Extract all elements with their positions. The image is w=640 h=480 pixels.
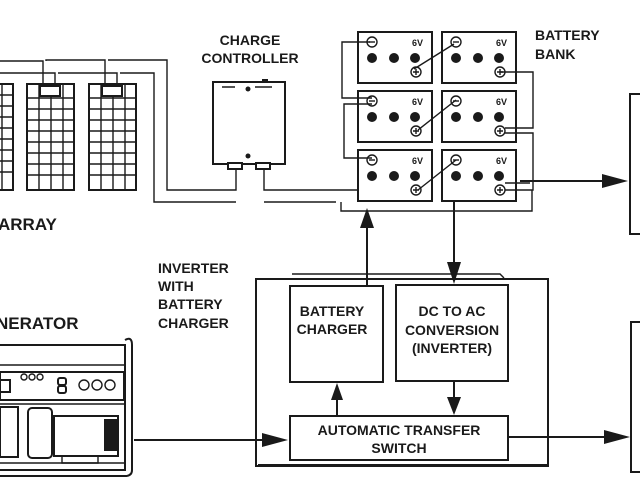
generator (0, 337, 133, 477)
cell-cap (473, 112, 483, 122)
solar-panel-array (0, 83, 137, 191)
ats-label-1: AUTOMATIC TRANSFER (318, 422, 481, 438)
battery: 6V (357, 31, 433, 84)
inverter-label-3: BATTERY (158, 296, 223, 312)
charge-controller-label-2: CONTROLLER (201, 50, 298, 66)
positive-terminal-icon (410, 125, 422, 137)
inverter-label-4: CHARGER (158, 315, 229, 331)
arrow-down-icon (447, 262, 461, 284)
cell-cap (389, 171, 399, 181)
cell-cap (389, 53, 399, 63)
battery: 6V (441, 31, 517, 84)
ats-label-2: SWITCH (371, 440, 426, 456)
cell-cap (494, 53, 504, 63)
cell-cap (367, 171, 377, 181)
solar-panel (88, 83, 137, 191)
terminal (227, 162, 243, 170)
negative-terminal-icon (450, 95, 462, 107)
battery-charger-box (289, 285, 384, 383)
cell-cap (473, 53, 483, 63)
battery: 6V (441, 90, 517, 143)
generator-label: NERATOR (0, 314, 79, 333)
positive-terminal-icon (410, 184, 422, 196)
pv-wiring (0, 59, 360, 203)
charge-controller (212, 79, 286, 170)
battery-voltage-label: 6V (412, 38, 423, 48)
arrow-right-icon (602, 174, 628, 188)
terminal (255, 162, 271, 170)
cell-cap (494, 171, 504, 181)
junction-box (101, 85, 123, 97)
negative-terminal-icon (366, 154, 378, 166)
cell-cap (410, 171, 420, 181)
arrow-up-icon (331, 383, 343, 400)
battery-voltage-label: 6V (496, 156, 507, 166)
battery-bank-label-1: BATTERY (535, 27, 600, 43)
arrow-down-icon (447, 397, 461, 415)
dc-to-ac-box (395, 284, 509, 382)
cell-cap (367, 53, 377, 63)
cell-cap (389, 112, 399, 122)
battery-wiring (340, 41, 534, 212)
ac-load-panel (629, 93, 640, 235)
inverter-charger-unit: BATTERY CHARGER DC TO AC CONVERSION (INV… (255, 273, 549, 467)
junction-box (39, 85, 61, 97)
battery-voltage-label: 6V (412, 156, 423, 166)
ac-load-panel (630, 321, 640, 473)
arrow-right-icon (262, 433, 288, 447)
battery-charger-label-1: BATTERY (300, 303, 365, 319)
cell-cap (451, 53, 461, 63)
cell-cap (451, 112, 461, 122)
negative-terminal-icon (366, 95, 378, 107)
battery-voltage-label: 6V (496, 38, 507, 48)
cell-cap (451, 171, 461, 181)
arrow-right-icon (604, 430, 630, 444)
inverter-label-2: WITH (158, 278, 194, 294)
dc-to-ac-label-2: CONVERSION (405, 322, 499, 338)
pv-array-label: ARRAY (0, 215, 58, 234)
cell-cap (494, 112, 504, 122)
arrow-up-icon (360, 208, 374, 228)
solar-panel (26, 83, 75, 191)
battery-charger-label-2: CHARGER (297, 321, 368, 337)
battery-bank-label-2: BANK (535, 46, 575, 62)
cell-cap (473, 171, 483, 181)
battery: 6V (357, 149, 433, 202)
negative-terminal-icon (450, 154, 462, 166)
cell-cap (410, 53, 420, 63)
battery: 6V (357, 90, 433, 143)
battery-voltage-label: 6V (496, 97, 507, 107)
dc-to-ac-label-3: (INVERTER) (412, 340, 492, 356)
inverter-label-1: INVERTER (158, 260, 229, 276)
solar-panel (0, 83, 14, 191)
charge-controller-label-1: CHARGE (220, 32, 281, 48)
dc-to-ac-label-1: DC TO AC (419, 303, 486, 319)
negative-terminal-icon (450, 36, 462, 48)
battery: 6V (441, 149, 517, 202)
cell-cap (367, 112, 377, 122)
positive-terminal-icon (494, 125, 506, 137)
cell-cap (410, 112, 420, 122)
battery-voltage-label: 6V (412, 97, 423, 107)
